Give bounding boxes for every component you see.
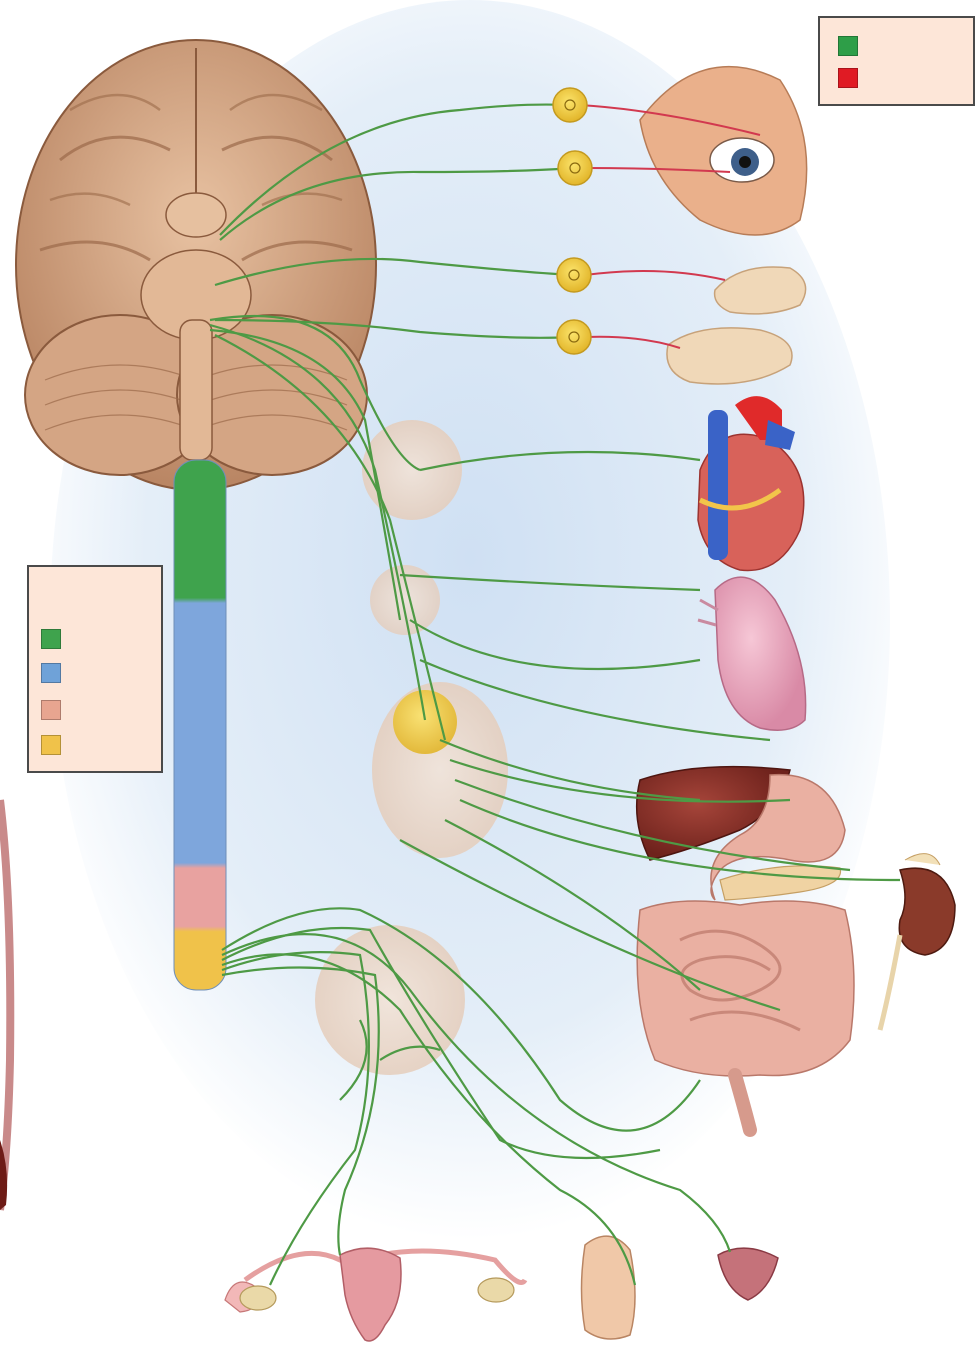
bladder	[718, 1248, 778, 1300]
region-legend-swatch-pink	[41, 700, 61, 720]
pterygopalatine-ganglion	[558, 151, 592, 185]
region-legend	[27, 565, 163, 773]
region-legend-swatch-green	[41, 629, 61, 649]
submandibular-ganglion	[557, 258, 591, 292]
celiac-ganglion	[393, 690, 457, 754]
spinal-cord	[174, 460, 226, 990]
uterus-ovaries	[225, 1248, 525, 1341]
fiber-legend-swatch-red	[838, 68, 858, 88]
fiber-legend	[818, 16, 975, 106]
region-legend-swatch-blue	[41, 663, 61, 683]
testis	[582, 1236, 636, 1339]
otic-ganglion	[557, 320, 591, 354]
cardiac-plexus-bubble	[362, 420, 462, 520]
fiber-legend-swatch-green	[838, 36, 858, 56]
region-legend-swatch-yellow	[41, 735, 61, 755]
brain	[16, 40, 376, 490]
ciliary-ganglion	[553, 88, 587, 122]
